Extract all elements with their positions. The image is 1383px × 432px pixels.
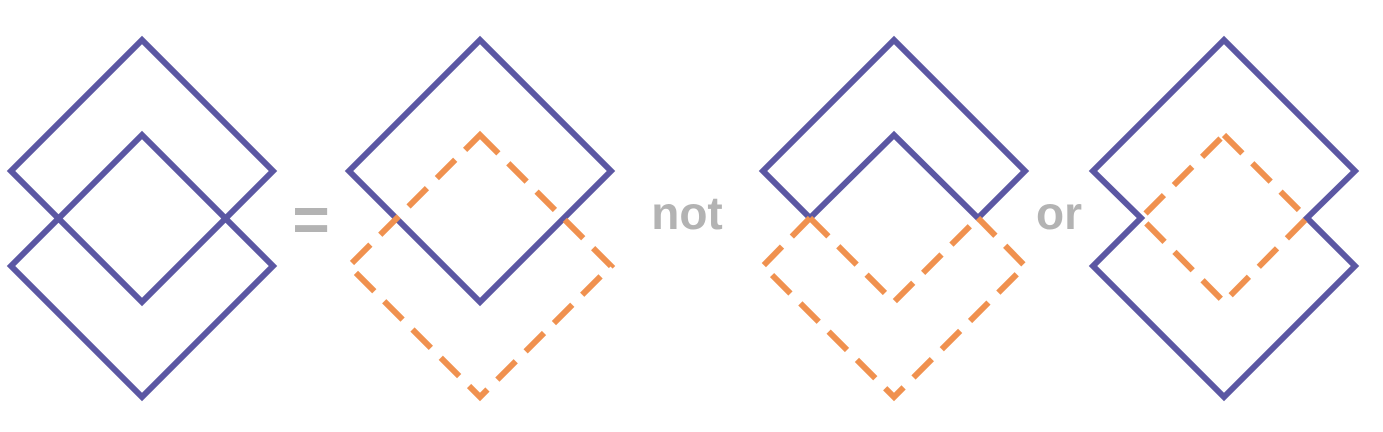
panel-original-overlap	[6, 35, 278, 402]
intersection-diamond-dashed	[1136, 130, 1312, 307]
not-label: not	[651, 187, 723, 239]
panel-interpretation-nested	[344, 35, 616, 402]
lower-portion-dashed	[758, 215, 1030, 402]
panel-interpretation-notched	[758, 35, 1030, 402]
notched-outline	[758, 35, 1030, 223]
upper-diamond	[344, 35, 616, 307]
upper-diamond	[6, 35, 278, 307]
panel-interpretation-intersection	[1088, 35, 1360, 402]
lower-diamond	[6, 130, 278, 402]
outer-union-outline	[1088, 35, 1360, 402]
lower-diamond-dashed	[344, 130, 616, 402]
inner-v-dashed	[807, 215, 981, 307]
equals-label: =	[292, 183, 329, 255]
or-label: or	[1036, 187, 1082, 239]
